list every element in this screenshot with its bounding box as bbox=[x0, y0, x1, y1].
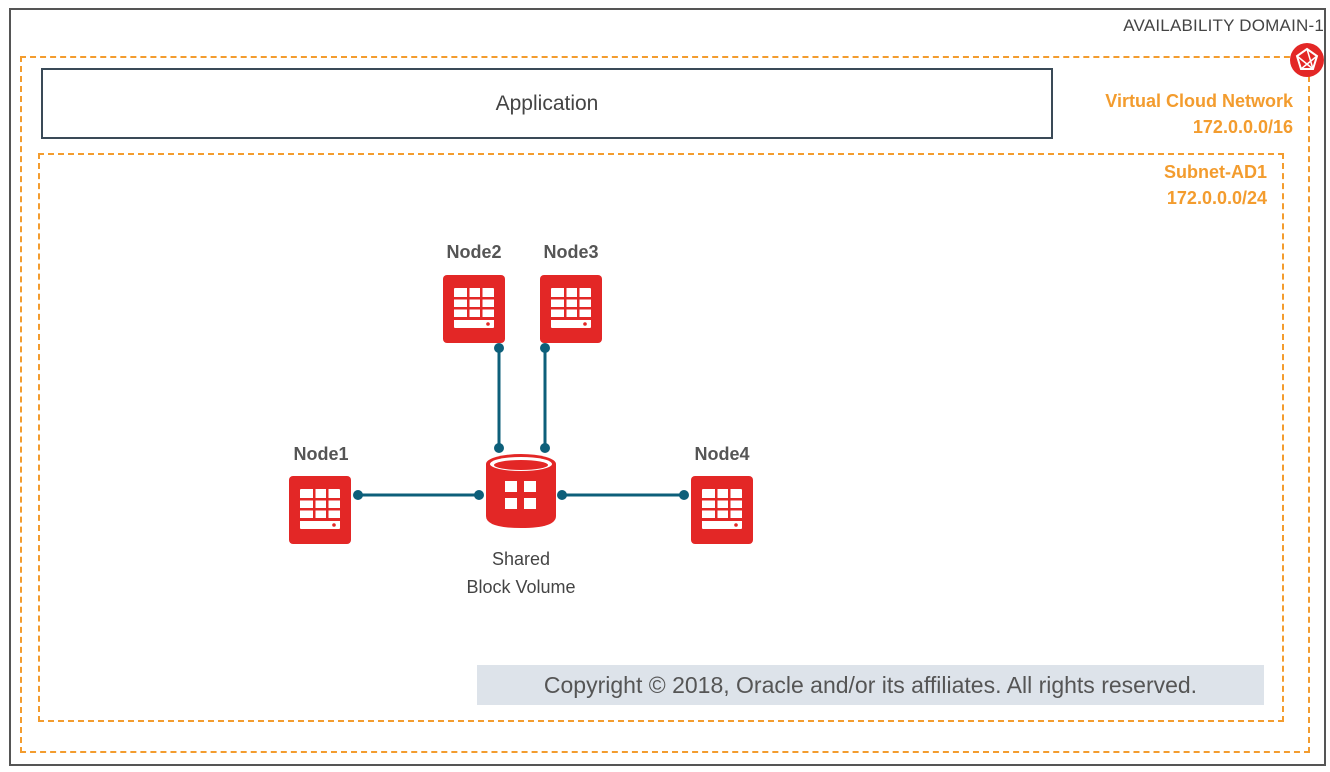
availability-domain-label: AVAILABILITY DOMAIN-1 bbox=[1123, 16, 1324, 35]
subnet-name: Subnet-AD1 bbox=[1164, 162, 1267, 182]
subnet-label: Subnet-AD1 172.0.0.0/24 bbox=[1164, 159, 1267, 211]
vcn-label: Virtual Cloud Network 172.0.0.0/16 bbox=[1105, 88, 1293, 140]
node1-compute-icon bbox=[289, 476, 351, 544]
node2-compute-icon bbox=[443, 275, 505, 343]
node4-label: Node4 bbox=[694, 444, 750, 464]
volume-label-line1: Shared bbox=[491, 549, 551, 569]
node1-label: Node1 bbox=[293, 444, 349, 464]
application-label: Application bbox=[495, 91, 599, 115]
block-volume-icon bbox=[486, 454, 556, 528]
subnet-box bbox=[38, 153, 1284, 722]
vcn-cidr: 172.0.0.0/16 bbox=[1192, 117, 1293, 137]
node3-label: Node3 bbox=[543, 242, 599, 262]
node3-compute-icon bbox=[540, 275, 602, 343]
availability-domain-box bbox=[9, 8, 1326, 766]
volume-label: Shared Block Volume bbox=[441, 545, 601, 601]
volume-label-line2: Block Volume bbox=[466, 577, 576, 597]
copyright-text: Copyright © 2018, Oracle and/or its affi… bbox=[543, 671, 1198, 698]
node2-label: Node2 bbox=[446, 242, 502, 262]
vcn-router-icon bbox=[1289, 42, 1325, 78]
node4-compute-icon bbox=[691, 476, 753, 544]
vcn-box bbox=[20, 56, 1310, 753]
subnet-cidr: 172.0.0.0/24 bbox=[1166, 188, 1267, 208]
copyright-notice: Copyright © 2018, Oracle and/or its affi… bbox=[477, 665, 1264, 705]
application-box: Application bbox=[41, 68, 1053, 139]
vcn-name: Virtual Cloud Network bbox=[1105, 91, 1293, 111]
